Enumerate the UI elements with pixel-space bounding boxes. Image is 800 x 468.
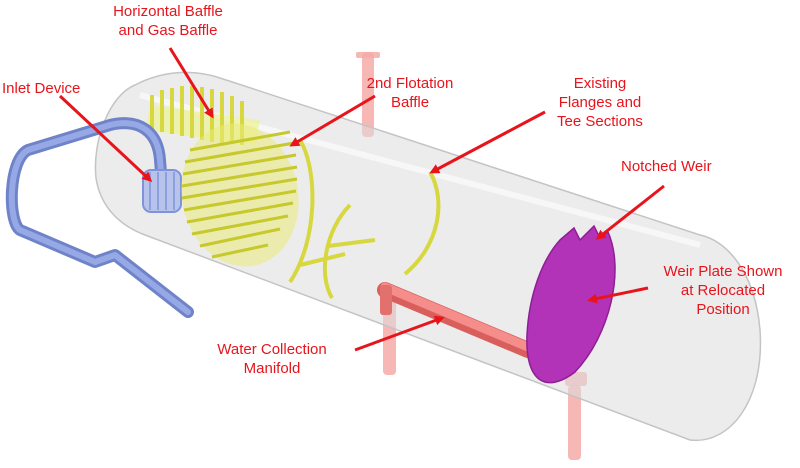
arrow-notched-weir	[595, 184, 665, 240]
weir-plate	[526, 224, 616, 384]
inlet-device	[142, 169, 182, 213]
label-notched-weir: Notched Weir	[621, 158, 712, 175]
label-flotation-baffle: 2nd Flotation Baffle	[366, 75, 454, 111]
arrow-existing-flanges	[429, 110, 546, 174]
label-weir-plate: Weir Plate Shown at Relocated Position	[663, 263, 783, 318]
flotation-baffle-rings	[288, 138, 441, 300]
label-horizontal-baffle: Horizontal Baffle and Gas Baffle	[113, 3, 223, 39]
label-inlet-device: Inlet Device	[2, 80, 81, 97]
arrow-flotation-baffle	[289, 94, 376, 147]
callout-arrows	[58, 47, 665, 352]
water-collection-manifold	[377, 282, 536, 358]
gas-baffle-disc	[181, 123, 299, 267]
arrow-inlet-device	[58, 94, 153, 183]
arrow-water-manifold	[354, 315, 445, 352]
top-nozzle	[356, 52, 380, 137]
label-water-manifold: Water Collection Manifold	[217, 341, 327, 377]
arrow-weir-plate	[587, 286, 649, 304]
label-existing-flanges: Existing Flanges and Tee Sections	[557, 75, 643, 130]
arrow-horizontal-baffle	[168, 47, 214, 119]
